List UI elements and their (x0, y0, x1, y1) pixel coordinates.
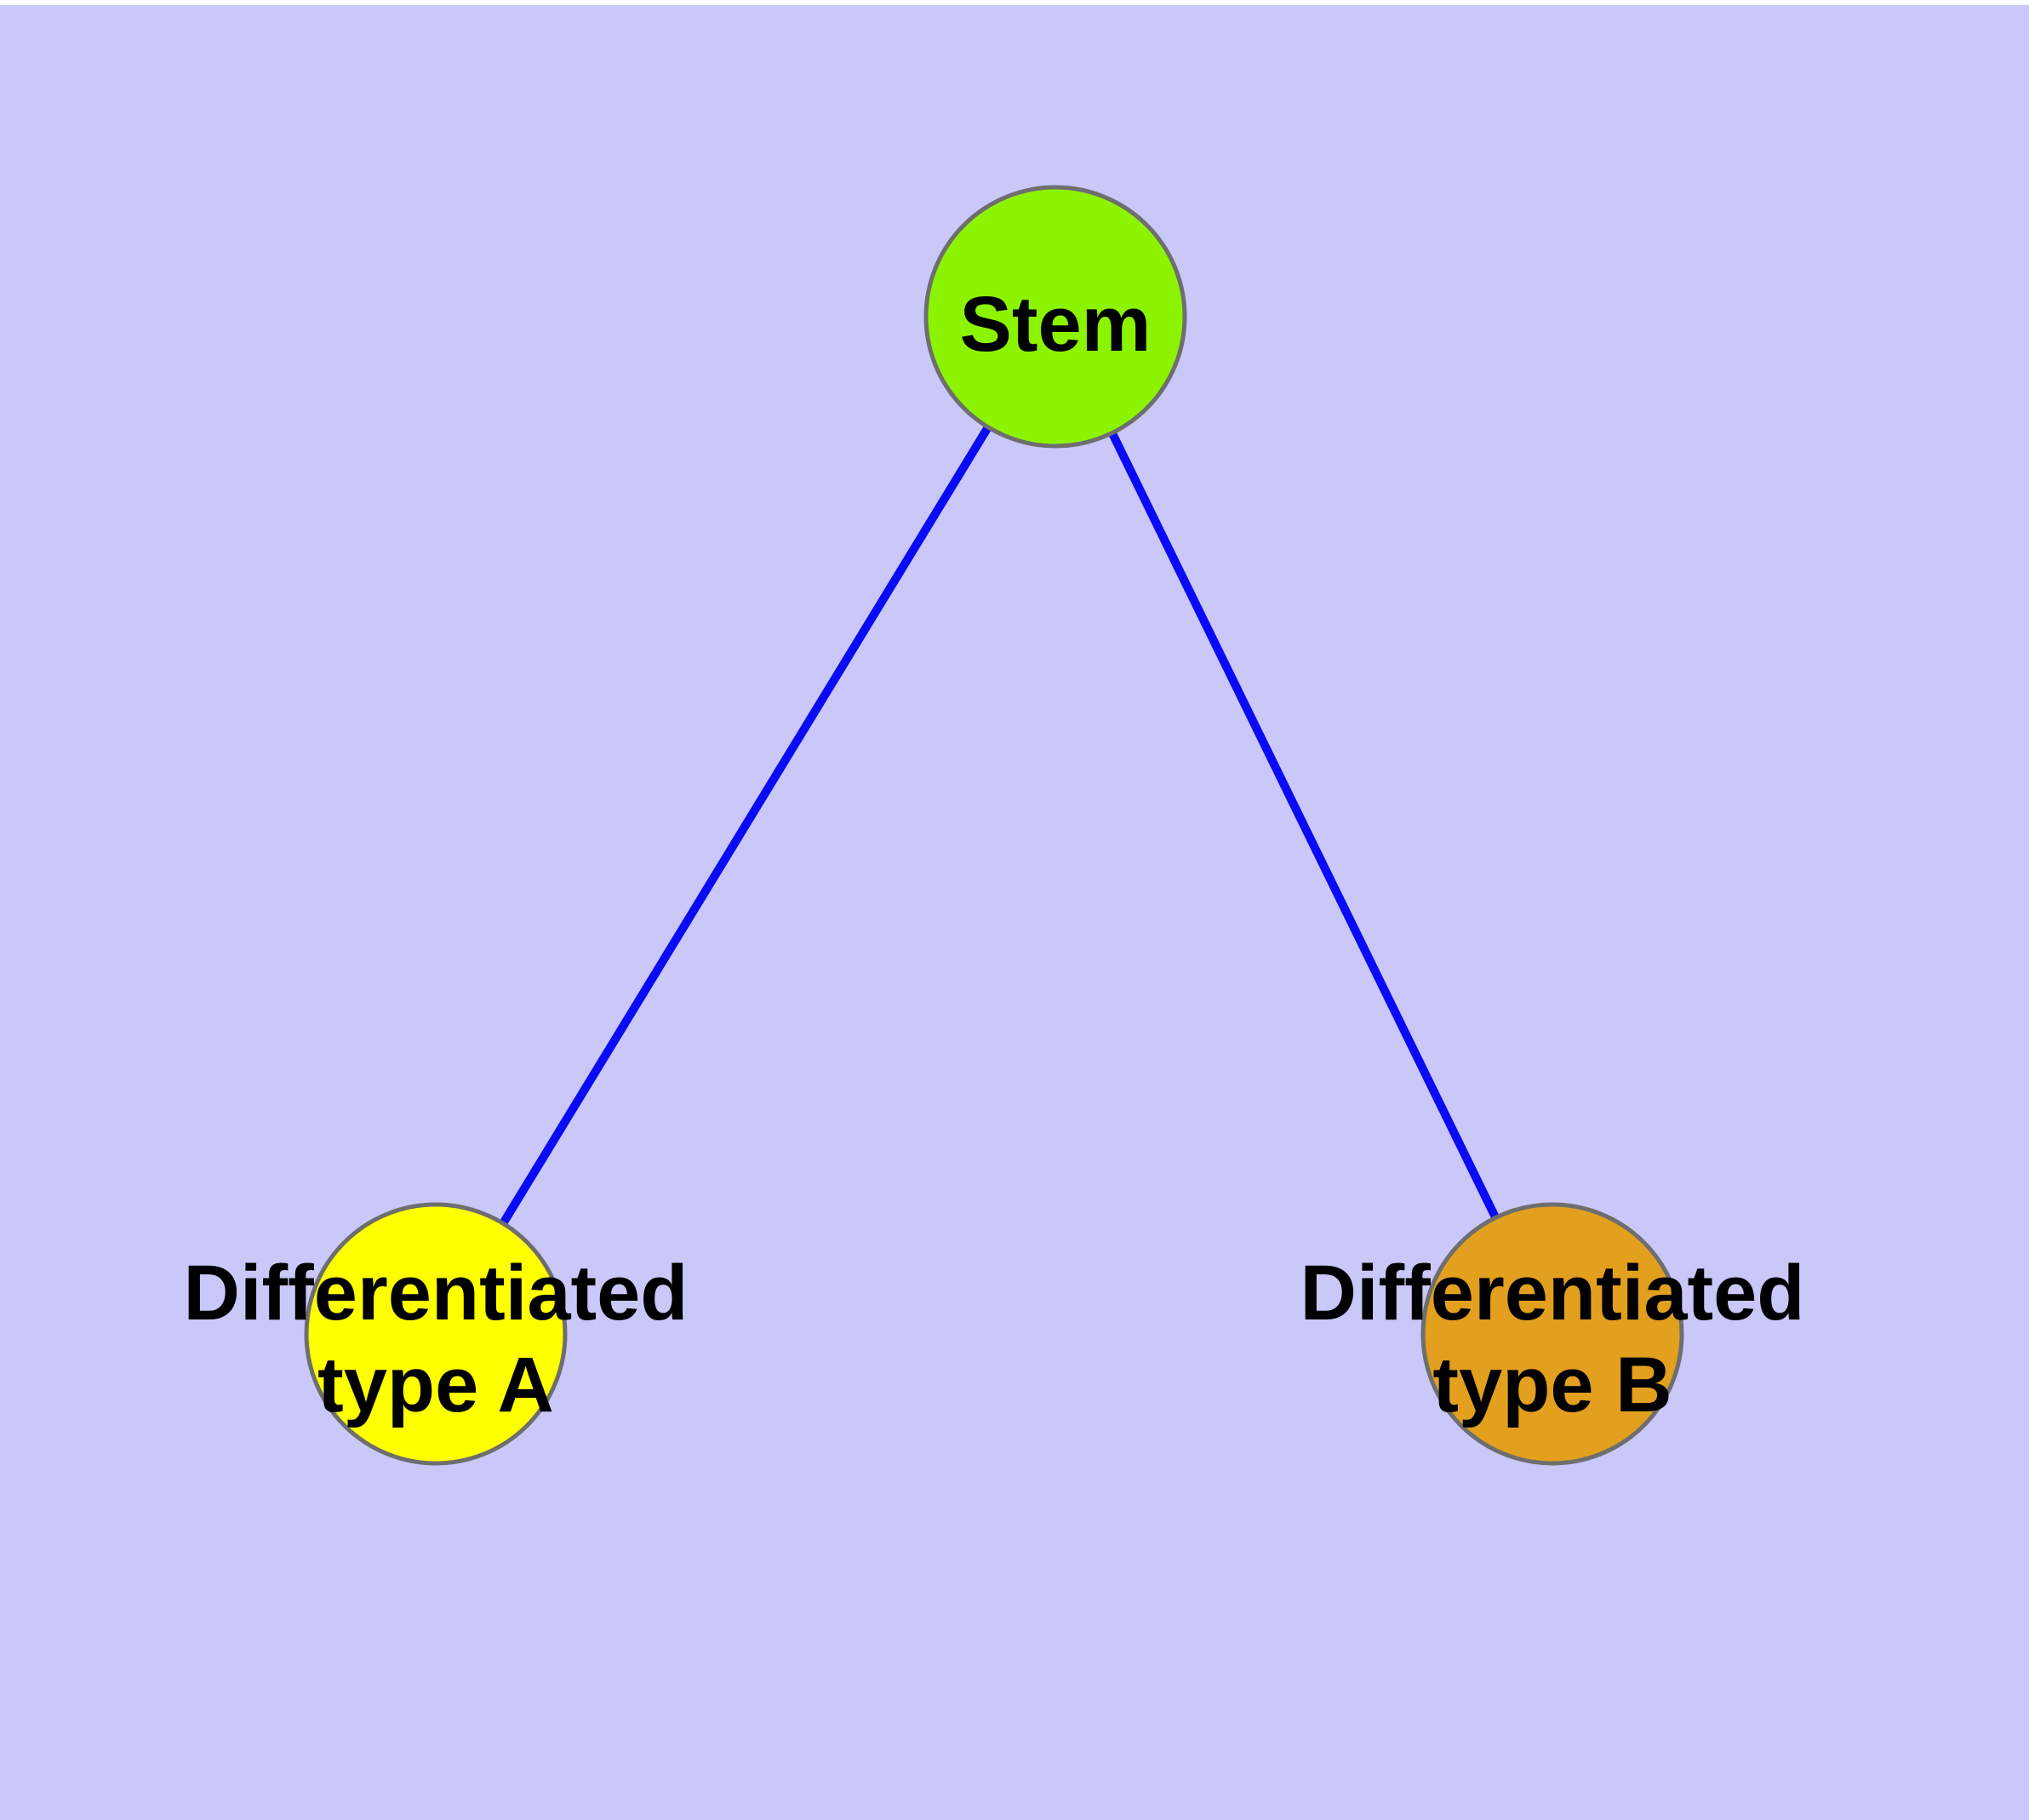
node-type-b-circle (1420, 1202, 1684, 1466)
node-type-a-circle (304, 1202, 568, 1466)
node-type-b-label-line2: type B (1432, 1342, 1672, 1428)
edge-stem-to-type-b (1051, 314, 1557, 1336)
edge-stem-to-type-a (432, 314, 1060, 1336)
top-margin-strip (0, 0, 2029, 5)
node-stem-circle (923, 185, 1187, 449)
node-type-a-label-line1: Differentiated (184, 1250, 689, 1336)
node-stem-label: Stem (960, 281, 1152, 368)
node-type-a-label-line2: type A (317, 1342, 554, 1428)
node-type-b-label-line1: Differentiated (1300, 1250, 1805, 1336)
